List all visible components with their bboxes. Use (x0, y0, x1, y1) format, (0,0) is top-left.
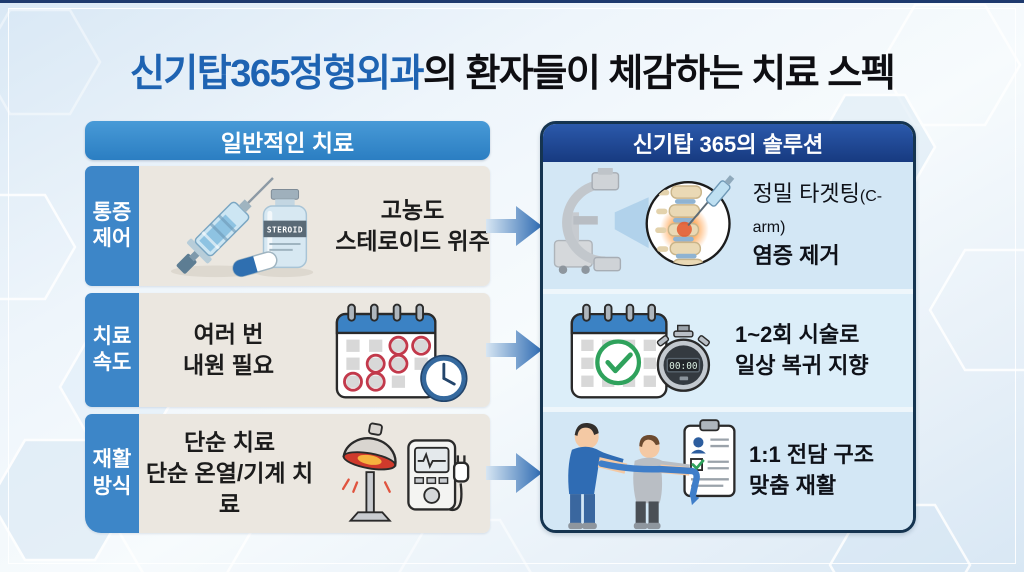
c-arm-spine-target-icon (553, 168, 735, 274)
left-row-pain-control: 통증 제어 (85, 166, 490, 286)
left-row3-text: 단순 치료 단순 온열/기계 치료 (139, 427, 320, 520)
row-label-line1: 재활 (92, 448, 132, 472)
row-label-line2: 제어 (92, 227, 132, 250)
solution-panel: 신기탑 365의 솔루션 (540, 121, 916, 533)
right-header-label: 신기탑 365의 솔루션 (632, 132, 824, 157)
row-label-line1: 치료 (92, 324, 132, 348)
top-border-line (0, 0, 1024, 3)
right-row1-text-line2: 염증 제거 (752, 242, 840, 268)
right-row2-text: 1~2회 시술로 일상 복귀 지향 (735, 320, 869, 382)
title-rest: 의 환자들이 체감하는 치료 스펙 (422, 53, 896, 95)
arrow-row3-icon (486, 453, 542, 493)
left-row2-text-line2: 내원 필요 (182, 352, 275, 378)
left-row2-text: 여러 번 내원 필요 (139, 319, 318, 381)
row-label-pain-control: 통증 제어 (85, 166, 139, 286)
left-row3-text-line1: 단순 치료 (183, 428, 276, 455)
left-row1-text-line2: 스테로이드 위주 (335, 228, 490, 254)
right-row3-text: 1:1 전담 구조 맞춤 재활 (749, 440, 874, 502)
left-row1-text-line1: 고농도 (380, 196, 445, 223)
c-arm-suffix-label: (C-arm) (752, 188, 883, 237)
title-clinic-name: 신기탑365정형외과 (129, 53, 425, 95)
left-row3-content: 단순 치료 단순 온열/기계 치료 (139, 414, 490, 533)
left-header-label: 일반적인 치료 (220, 129, 355, 156)
calendar-check-stopwatch-icon: 00:00 (570, 303, 711, 399)
heat-lamp-stim-device-icon (341, 422, 470, 522)
left-column-header: 일반적인 치료 (85, 121, 490, 160)
row-label-line1: 통증 (92, 200, 132, 224)
row-label-line2: 속도 (92, 351, 132, 374)
arrow-row2-icon (486, 330, 542, 370)
left-row1-content: STEROID 고농도 스테로이드 위주 (139, 166, 490, 286)
syringe-steroid-vial-icon: STEROID (170, 177, 314, 278)
right-row2-text-line2: 일상 복귀 지향 (735, 352, 869, 378)
steroid-label: STEROID (267, 225, 303, 234)
row-separator (543, 407, 913, 412)
right-row-rehab-method: 1:1 전담 구조 맞춤 재활 (543, 412, 913, 530)
row-label-treatment-speed: 치료 속도 (85, 293, 139, 407)
right-row1-text-line1: 정밀 타겟팅(C-arm) (753, 179, 913, 241)
row-separator (543, 289, 913, 294)
left-row3-text-line2: 단순 온열/기계 치료 (145, 459, 314, 518)
left-row2-content: 여러 번 내원 필요 (139, 293, 490, 407)
right-column-header: 신기탑 365의 솔루션 (543, 124, 913, 162)
row-label-line2: 방식 (92, 474, 132, 498)
left-row-treatment-speed: 치료 속도 여러 번 내원 필요 (85, 293, 490, 407)
precise-targeting-label: 정밀 타겟팅 (752, 181, 860, 207)
arrow-row1-icon (486, 206, 542, 246)
page-title: 신기탑365정형외과의 환자들이 체감하는 치료 스펙 (0, 42, 1024, 97)
right-row1-text: 정밀 타겟팅(C-arm) 염증 제거 (753, 179, 913, 271)
left-row1-text: 고농도 스테로이드 위주 (335, 195, 490, 257)
right-row3-text-line1: 1:1 전담 구조 (749, 442, 874, 468)
left-row-rehab-method: 재활 방식 단순 치료 단순 온열/기계 치료 (85, 414, 490, 533)
left-row2-text-line1: 여러 번 (193, 320, 264, 347)
stopwatch-display: 00:00 (669, 360, 698, 371)
right-row3-text-line2: 맞춤 재활 (749, 473, 837, 498)
calendar-clock-icon (335, 303, 468, 403)
therapist-patient-band-icon (568, 419, 736, 530)
right-row-pain-control: 정밀 타겟팅(C-arm) 염증 제거 (543, 162, 913, 289)
row-label-rehab-method: 재활 방식 (85, 414, 139, 533)
right-row-treatment-speed: 00:00 1~2회 시술로 일상 복귀 지향 (543, 294, 913, 407)
right-row2-text-line1: 1~2회 시술로 (735, 321, 860, 347)
